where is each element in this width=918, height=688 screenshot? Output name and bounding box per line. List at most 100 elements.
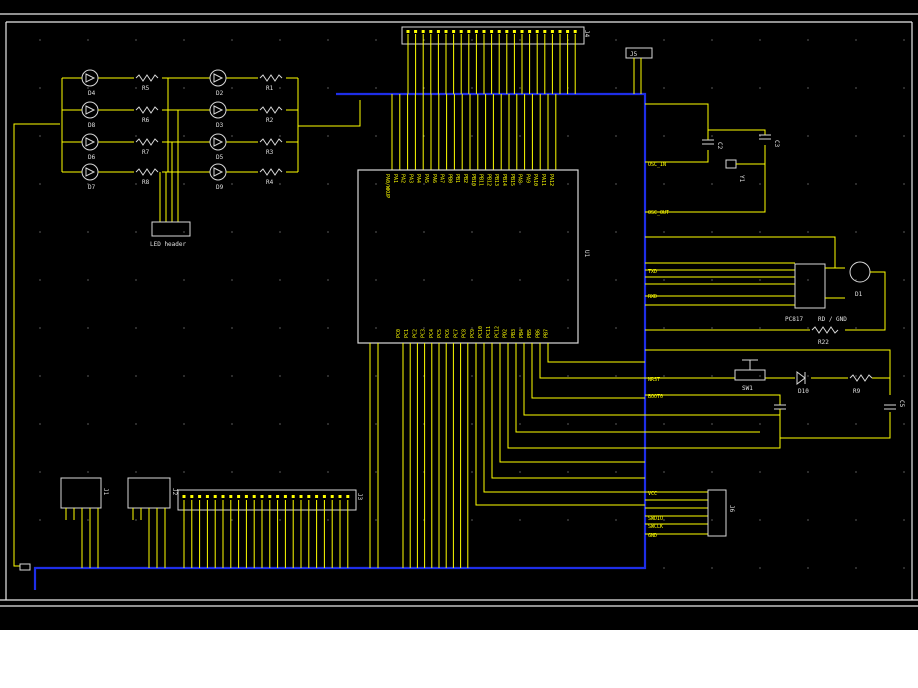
grid-dot: [375, 135, 377, 137]
grid-dots: [39, 39, 905, 569]
grid-dot: [135, 135, 137, 137]
grid-dot: [519, 519, 521, 521]
grid-dot: [87, 327, 89, 329]
pin-pad: [414, 30, 418, 33]
grid-dot: [759, 87, 761, 89]
grid-dot: [711, 519, 713, 521]
ic-pin-label: PA2: [400, 174, 406, 183]
pin-pad: [252, 495, 256, 498]
grid-dot: [39, 327, 41, 329]
grid-dot: [231, 423, 233, 425]
ic-pin-label: PC9: [470, 329, 476, 338]
led-label: D4: [88, 90, 96, 97]
ic-pin-label: PB4: [519, 329, 525, 338]
grid-dot: [663, 471, 665, 473]
grid-dot: [231, 39, 233, 41]
grid-dot: [135, 279, 137, 281]
pin-pad: [429, 30, 433, 33]
pin-pad: [283, 495, 287, 498]
grid-dot: [711, 327, 713, 329]
ic-pin-label: PA12: [548, 174, 554, 186]
net-gnd: GND: [648, 533, 657, 539]
top-right-connector: J5: [625, 47, 653, 94]
pin-pad: [474, 30, 478, 33]
grid-dot: [231, 231, 233, 233]
grid-dot: [567, 135, 569, 137]
grid-dot: [807, 39, 809, 41]
grid-dot: [423, 279, 425, 281]
ic-pin-label: PB6: [535, 329, 541, 338]
grid-dot: [759, 279, 761, 281]
grid-dot: [375, 519, 377, 521]
led-symbol: D4: [81, 69, 99, 97]
resistor-label: R7: [142, 149, 150, 156]
pin-pad: [497, 30, 501, 33]
grid-dot: [759, 135, 761, 137]
pin-pad: [182, 495, 186, 498]
grid-dot: [87, 375, 89, 377]
resistor-symbol: R1: [258, 74, 286, 92]
label-opto-sub: RD / GND: [818, 316, 847, 323]
ic-pin-label: PA3: [407, 174, 413, 183]
grid-dot: [135, 231, 137, 233]
grid-dot: [903, 423, 905, 425]
net-rst: NRST: [648, 377, 660, 383]
grid-dot: [759, 519, 761, 521]
grid-dot: [39, 135, 41, 137]
ic-pin-label: PB1: [454, 174, 460, 183]
pin-pad: [459, 30, 463, 33]
grid-dot: [759, 375, 761, 377]
label-r22: R22: [818, 339, 829, 346]
ic-pin-label: PA11: [540, 174, 546, 186]
grid-dot: [711, 375, 713, 377]
grid-dot: [855, 519, 857, 521]
grid-dot: [471, 231, 473, 233]
net-osc-in: OSC_IN: [648, 162, 666, 168]
ic-pin-label: PA8: [517, 174, 523, 183]
grid-dot: [711, 183, 713, 185]
grid-dot: [39, 183, 41, 185]
pin-pad: [268, 495, 272, 498]
grid-dot: [567, 519, 569, 521]
grid-dot: [615, 279, 617, 281]
grid-dot: [279, 423, 281, 425]
grid-dot: [135, 375, 137, 377]
label-sw1: SW1: [742, 385, 753, 392]
grid-dot: [327, 327, 329, 329]
grid-dot: [615, 375, 617, 377]
grid-dot: [567, 327, 569, 329]
grid-dot: [663, 327, 665, 329]
grid-dot: [471, 327, 473, 329]
led-symbol: D9: [209, 163, 227, 191]
grid-dot: [903, 87, 905, 89]
grid-dot: [183, 135, 185, 137]
sheet-border: [0, 13, 918, 607]
pin-pad: [467, 30, 471, 33]
grid-dot: [279, 327, 281, 329]
ic-right-wire: [523, 343, 645, 416]
pin-pad: [276, 495, 280, 498]
grid-dot: [759, 39, 761, 41]
grid-dot: [759, 327, 761, 329]
ic-pin-label: PB10: [470, 174, 476, 186]
ic-right-wire: [507, 343, 645, 449]
grid-dot: [327, 183, 329, 185]
resistor-symbol: R3: [258, 138, 286, 156]
grid-dot: [807, 183, 809, 185]
led-label: D8: [88, 122, 96, 129]
led-label: D9: [216, 184, 224, 191]
led-symbol: D7: [81, 163, 99, 191]
grid-dot: [855, 87, 857, 89]
grid-dot: [711, 471, 713, 473]
grid-dot: [519, 423, 521, 425]
ic-right-wire: [491, 343, 645, 479]
net-labels: OSC_IN OSC_OUT TXD RXD NRST BOOT0 VCC SW…: [648, 162, 669, 539]
resistor-label: R1: [266, 85, 274, 92]
label-r9: R9: [853, 388, 861, 395]
grid-dot: [567, 375, 569, 377]
grid-dot: [903, 375, 905, 377]
grid-dot: [375, 183, 377, 185]
grid-dot: [615, 87, 617, 89]
